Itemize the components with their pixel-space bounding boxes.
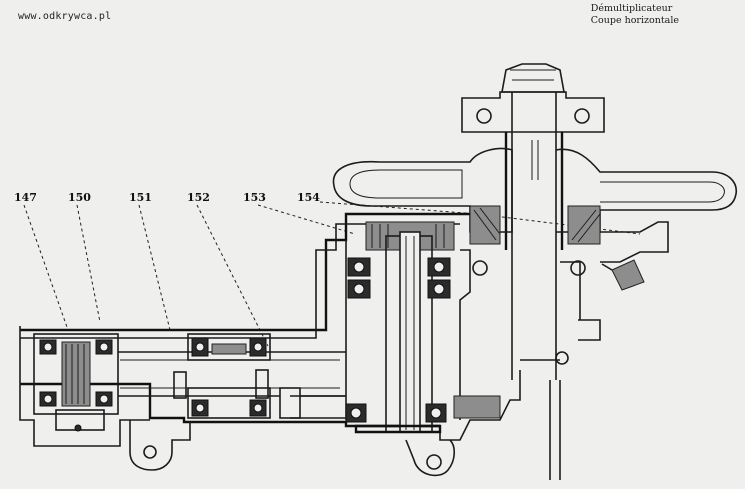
left-gear-assembly — [33, 333, 119, 432]
gearbox-housing — [19, 212, 669, 447]
leader-line-154-ext — [477, 213, 641, 235]
drawing-title: Démultiplicateur Coupe horizontale — [591, 3, 679, 27]
leader-line-150 — [76, 204, 101, 323]
mounting-lugs — [129, 351, 569, 477]
leader-lines — [23, 201, 641, 347]
callout-label-150: 150 — [68, 191, 91, 204]
leader-line-154 — [319, 201, 479, 215]
leader-line-152 — [196, 204, 269, 347]
flange-bolt-hole-right — [574, 108, 590, 124]
shift-lever-arm — [332, 147, 737, 233]
right-cover — [600, 221, 669, 263]
top-nut-assembly — [461, 63, 605, 133]
title-line-2: Coupe horizontale — [590, 15, 679, 26]
housing-outer-bottom — [20, 382, 440, 428]
central-gear-shaft — [290, 221, 501, 434]
callout-label-154: 154 — [297, 191, 320, 204]
lug-hole-right — [555, 351, 569, 365]
central-shaft-bore — [399, 231, 421, 433]
middle-shaft-assembly — [118, 333, 346, 419]
flange-bolt-hole-left — [476, 108, 492, 124]
callout-label-152: 152 — [187, 191, 210, 204]
callout-label-147: 147 — [14, 191, 37, 204]
housing-bolt-right — [570, 260, 586, 276]
housing-bolt-left — [472, 260, 488, 276]
grease-nipple — [611, 259, 645, 291]
bevel-gear-assembly — [469, 205, 645, 291]
left-gear — [61, 341, 91, 407]
vertical-shaft — [504, 92, 564, 480]
leader-line-151 — [138, 204, 171, 331]
leader-line-153 — [257, 204, 356, 235]
housing-left-end — [19, 326, 150, 447]
title-line-1: Démultiplicateur — [590, 3, 673, 14]
lug-hole-bottom — [426, 454, 442, 470]
lug-hole-left — [143, 445, 157, 459]
watermark-text: www.odkrywca.pl — [18, 11, 112, 22]
leader-line-147 — [23, 204, 69, 331]
callout-label-151: 151 — [129, 191, 152, 204]
shaft-keyway — [531, 140, 539, 180]
callout-label-153: 153 — [243, 191, 266, 204]
hex-nut — [501, 63, 565, 93]
top-flange — [461, 91, 605, 133]
